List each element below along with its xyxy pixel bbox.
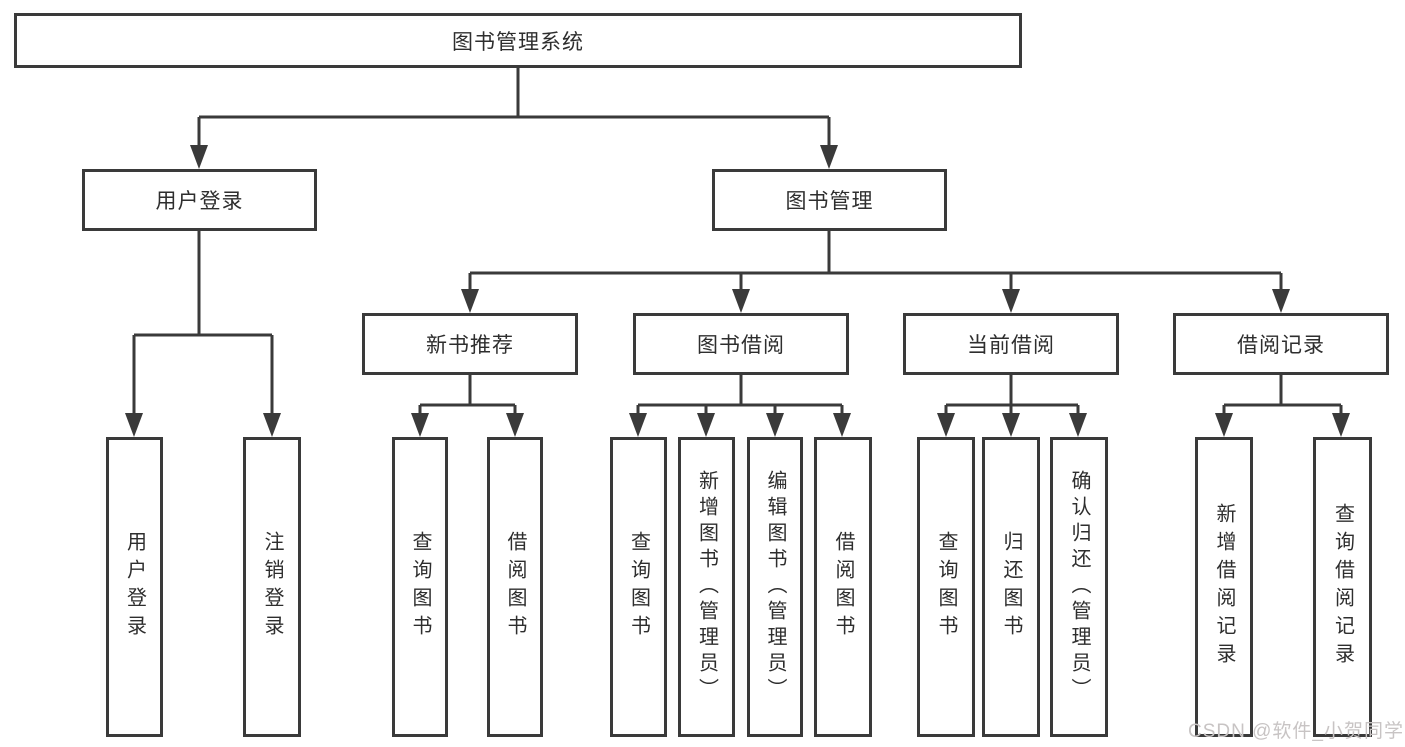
arrowhead-icon xyxy=(1332,413,1350,437)
node-new-book-recommendation: 新书推荐 xyxy=(362,313,578,375)
arrowhead-icon xyxy=(697,413,715,437)
node-borrowing-records: 借阅记录 xyxy=(1173,313,1389,375)
arrowhead-icon xyxy=(820,145,838,169)
arrowhead-icon xyxy=(1069,413,1087,437)
arrowhead-icon xyxy=(125,413,143,437)
arrowhead-icon xyxy=(190,145,208,169)
watermark: CSDN @软件_小贺同学 xyxy=(1188,721,1404,742)
leaf-user-login: 用户登录 xyxy=(106,437,163,737)
node-book-management: 图书管理 xyxy=(712,169,947,231)
node-user-login: 用户登录 xyxy=(82,169,317,231)
arrowhead-icon xyxy=(629,413,647,437)
leaf-add-book-admin: 新增图书（管理员） xyxy=(678,437,735,737)
leaf-add-borrow-record: 新增借阅记录 xyxy=(1195,437,1253,737)
leaf-query-book: 查询图书 xyxy=(392,437,448,737)
node-library-management-system: 图书管理系统 xyxy=(14,13,1022,68)
node-current-borrowing: 当前借阅 xyxy=(903,313,1119,375)
leaf-confirm-return-admin: 确认归还（管理员） xyxy=(1050,437,1108,737)
leaf-borrow-book: 借阅图书 xyxy=(814,437,872,737)
arrowhead-icon xyxy=(1002,413,1020,437)
leaf-edit-book-admin: 编辑图书（管理员） xyxy=(747,437,803,737)
leaf-return-book: 归还图书 xyxy=(982,437,1040,737)
leaf-logout: 注销登录 xyxy=(243,437,301,737)
arrowhead-icon xyxy=(1272,289,1290,313)
leaf-query-book: 查询图书 xyxy=(917,437,975,737)
arrowhead-icon xyxy=(937,413,955,437)
arrowhead-icon xyxy=(411,413,429,437)
arrowhead-icon xyxy=(1215,413,1233,437)
leaf-borrow-book: 借阅图书 xyxy=(487,437,543,737)
arrowhead-icon xyxy=(461,289,479,313)
leaf-query-book: 查询图书 xyxy=(610,437,667,737)
leaf-query-borrow-record: 查询借阅记录 xyxy=(1313,437,1372,737)
node-book-borrowing: 图书借阅 xyxy=(633,313,849,375)
arrowhead-icon xyxy=(732,289,750,313)
arrowhead-icon xyxy=(1002,289,1020,313)
arrowhead-icon xyxy=(263,413,281,437)
arrowhead-icon xyxy=(766,413,784,437)
arrowhead-icon xyxy=(833,413,851,437)
arrowhead-icon xyxy=(506,413,524,437)
